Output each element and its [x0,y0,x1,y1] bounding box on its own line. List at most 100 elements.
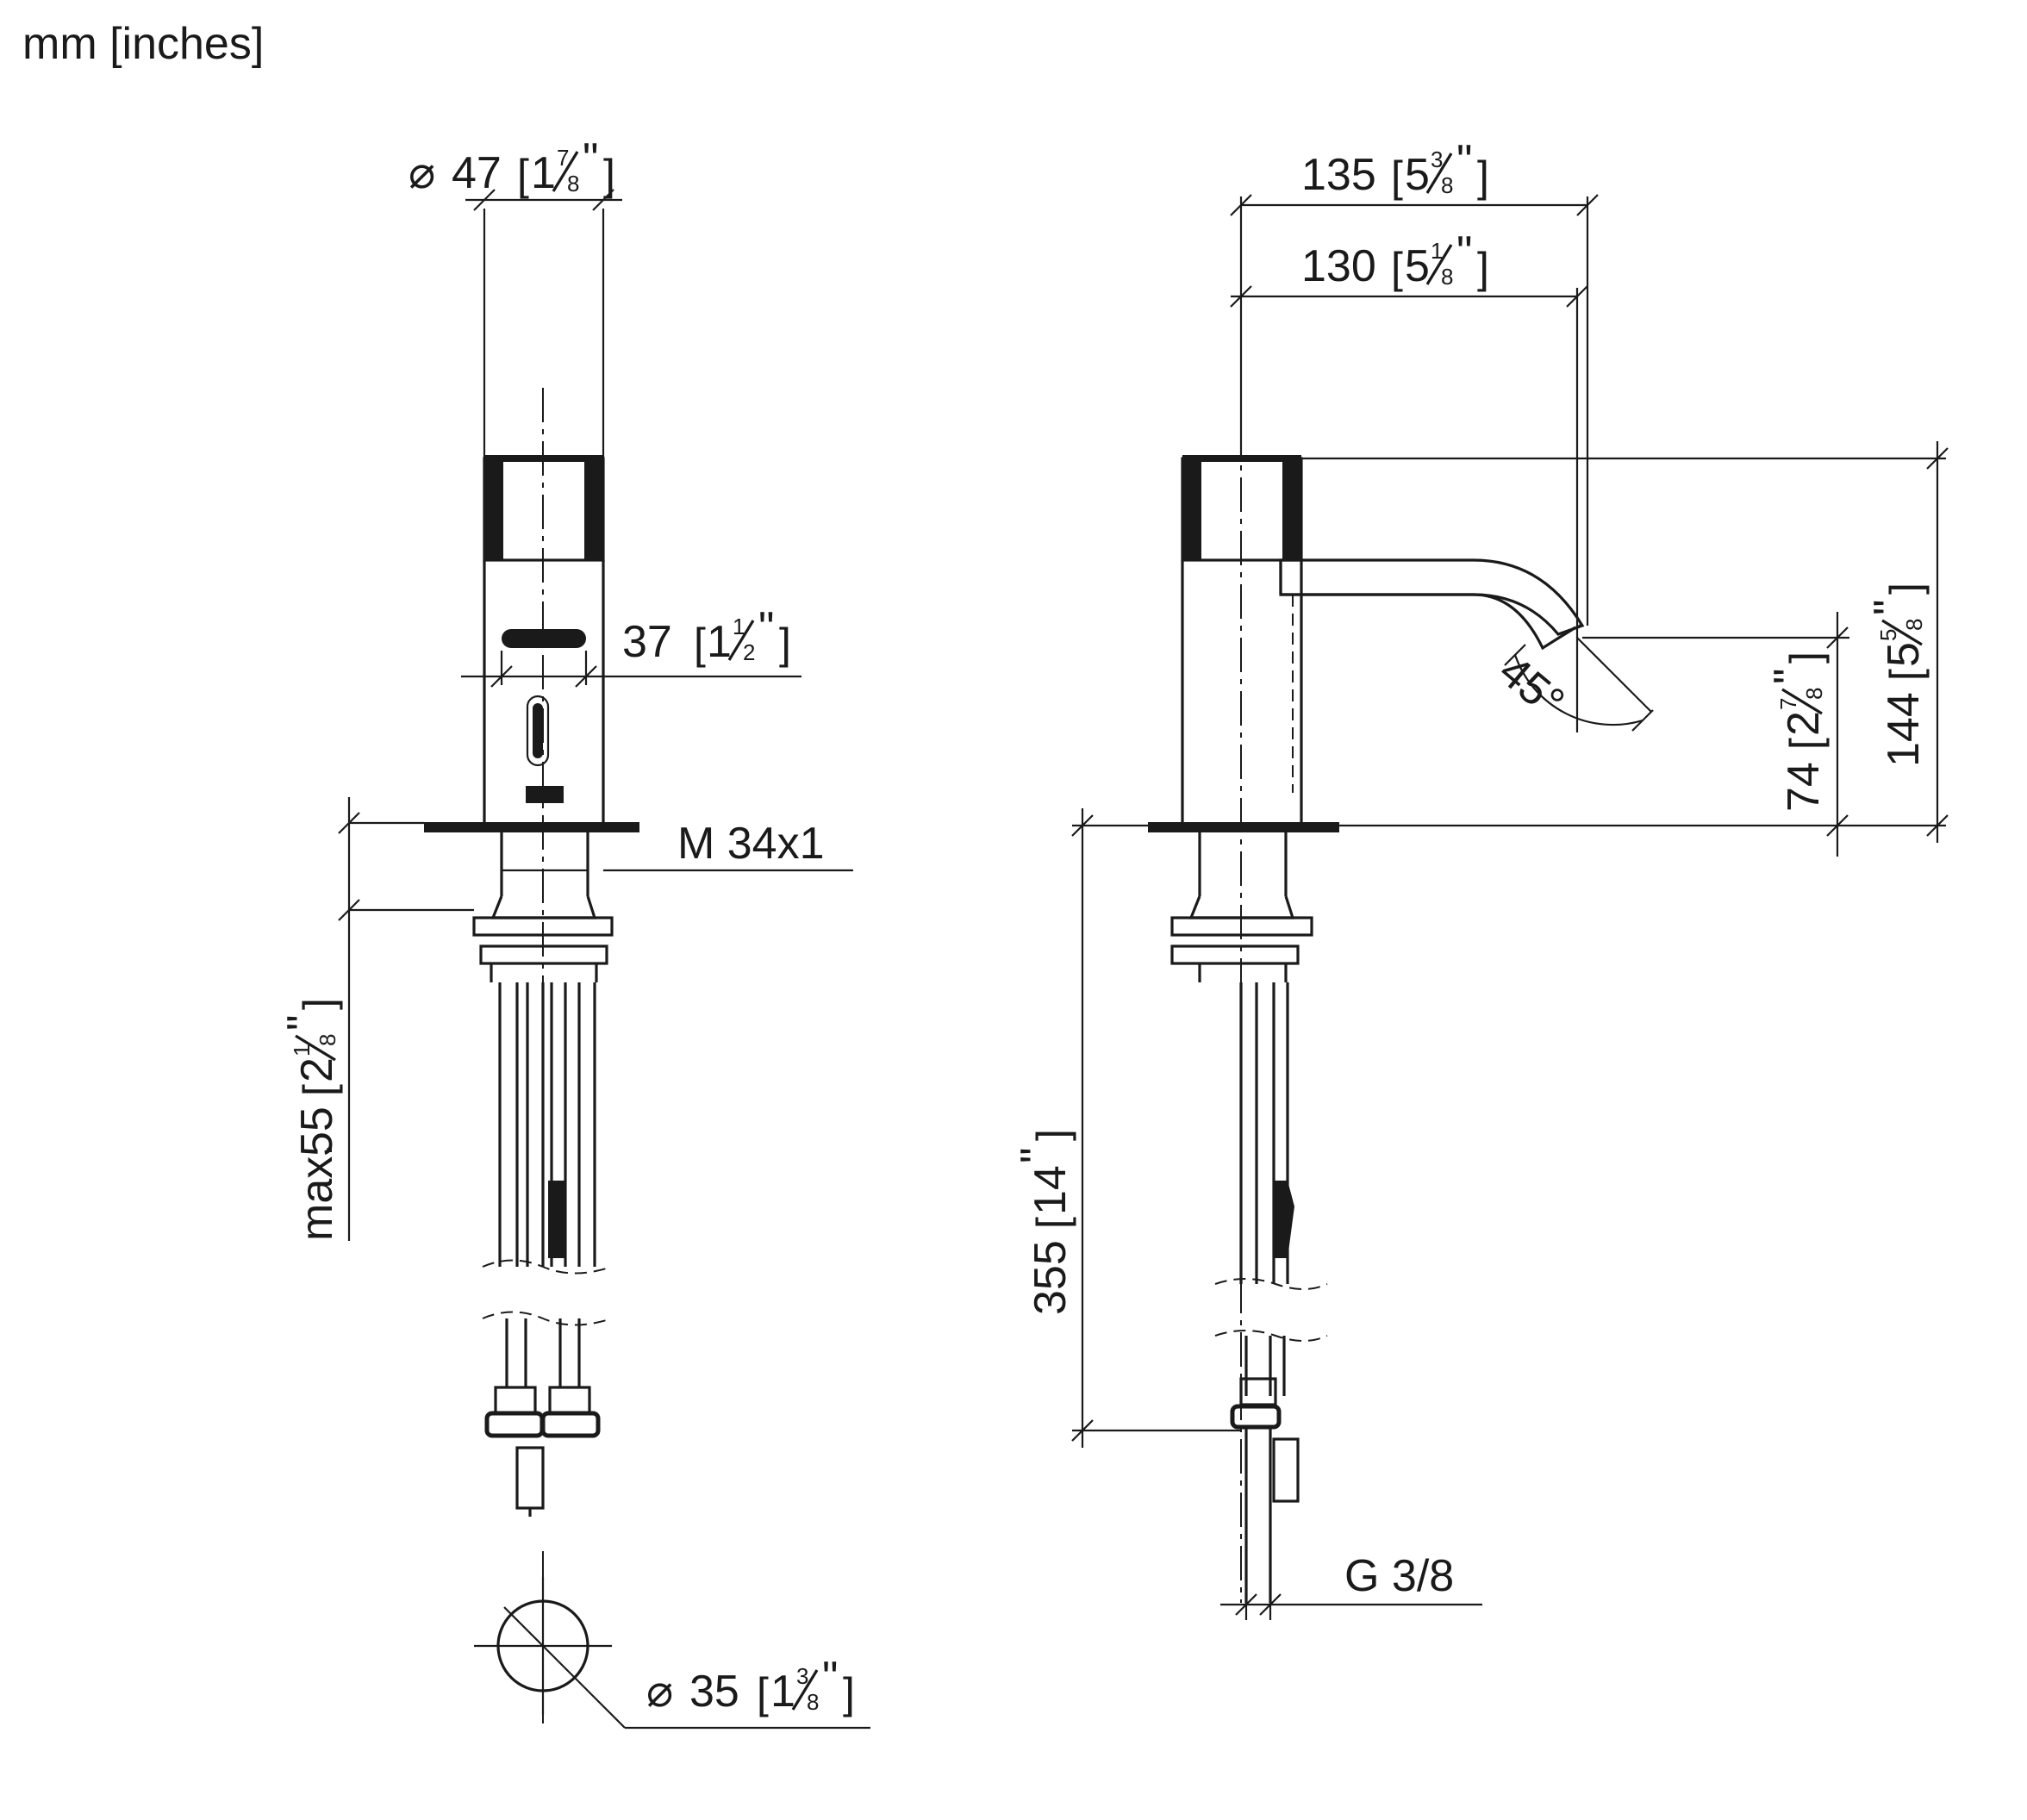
total-height-mm: 144 [1879,692,1929,767]
max-thickness-den: 8 [315,1034,340,1046]
front-hoses-lower [484,1318,601,1517]
dim-overall-depth-label: 135 [ 5 3 8 " ] [1301,136,1489,201]
body-diameter-mm: 47 [452,148,502,198]
total-height-den: 8 [1901,619,1927,631]
sensor-width-whole: 1 [707,617,732,667]
dim-sensor-width-label: 37 [ 1 1 2 " ] [622,603,791,668]
overall-depth-whole: 5 [1405,150,1430,200]
overall-depth-quote: " [1456,136,1472,186]
sensor-width-quote: " [758,603,774,653]
dim-connection: G 3/8 [1220,1525,1482,1620]
svg-text:[: [ [517,151,529,199]
total-height-whole: 5 [1879,642,1929,667]
hose-length-quote: " [1012,1148,1062,1163]
spout-height-quote: " [1765,669,1815,684]
dim-spout-height [1582,612,1849,857]
sensor-width-num: 1 [733,614,745,639]
dim-max-thickness-label: max. 55 [ 2 1 8 " ] [278,998,343,1241]
svg-text:[: [ [1881,669,1930,681]
total-height-num: 5 [1875,629,1901,641]
spout-height-mm: 74 [1779,762,1829,812]
side-hoses-upper [1214,982,1328,1342]
dim-total-height [1301,441,1949,843]
svg-text:[: [ [1391,153,1403,201]
max-thickness-prefix: max. [292,1144,342,1241]
body-diameter-symbol: ⌀ [409,148,435,198]
side-base-plate [1148,822,1339,832]
svg-text:]: ] [1881,583,1930,595]
dim-body-diameter-label: ⌀ 47 [ 1 7 8 " ] [409,134,615,199]
hole-diameter-den: 8 [807,1689,819,1715]
front-hoses-upper [482,982,613,1326]
hole-diameter-whole: 1 [770,1667,795,1717]
spout-reach-den: 8 [1441,264,1453,290]
svg-text:[: [ [694,620,706,668]
spout-height-num: 7 [1775,698,1801,710]
spout-angle-label: 45° [1489,646,1574,728]
svg-text:]: ] [779,620,791,668]
svg-text:[: [ [757,1669,769,1717]
sensor-width-mm: 37 [622,617,672,667]
spout-reach-whole: 5 [1405,241,1430,291]
dim-sensor-width [461,651,801,688]
hole-diameter-mm: 35 [689,1667,739,1717]
dim-total-height-label: 144 [ 5 5 8 " ] [1865,583,1930,767]
overall-depth-mm: 135 [1301,150,1376,200]
side-hoses-lower [1230,1336,1300,1603]
svg-text:[: [ [1781,738,1830,750]
units-label: mm [inches] [22,19,264,69]
body-diameter-num: 7 [557,145,569,171]
max-thickness-mm: 55 [292,1106,342,1156]
dim-thread: M 34x1 [603,819,853,872]
svg-text:]: ] [295,998,343,1010]
svg-text:]: ] [1477,244,1489,292]
dim-body-diameter [465,189,622,458]
side-view: 135 [ 5 3 8 " ] 130 [ 5 1 8 " ] [1012,136,1949,1620]
hole-diameter-symbol: ⌀ [646,1667,673,1717]
svg-text:]: ] [1477,153,1489,201]
dim-hose-length-label: 355 [ 14 " ] [1012,1129,1076,1315]
overall-depth-num: 3 [1431,146,1443,172]
dim-spout-reach [1230,285,1588,732]
max-thickness-quote: " [278,1015,328,1031]
front-shank [472,832,614,982]
dim-overall-depth [1230,194,1599,626]
spout-reach-num: 1 [1431,238,1443,264]
hole-diameter-num: 3 [796,1663,808,1689]
svg-text:]: ] [1028,1129,1076,1141]
front-handle-ring [483,455,605,562]
dim-hose-length [1071,808,1241,1448]
svg-text:]: ] [603,151,615,199]
dim-spout-angle: 45° [1489,637,1654,732]
side-shank [1170,832,1313,982]
svg-text:[: [ [1391,244,1403,292]
svg-text:]: ] [1781,651,1830,664]
front-body [483,560,605,827]
svg-text:[: [ [1028,1217,1076,1229]
max-thickness-num: 1 [289,1044,315,1056]
sensor-width-den: 2 [743,639,755,665]
hole-diameter-quote: " [822,1653,838,1703]
max-thickness-whole: 2 [292,1057,342,1082]
dim-spout-height-label: 74 [ 2 7 8 " ] [1765,651,1830,812]
front-view: 37 [ 1 1 2 " ] ⌀ 47 [ 1 7 8 " ] [278,134,870,1730]
front-base-plate [424,822,639,832]
dim-hole-diameter-label: ⌀ 35 [ 1 3 8 " ] [646,1653,855,1717]
connection-label: G 3/8 [1344,1551,1454,1601]
hose-length-mm: 355 [1026,1240,1076,1315]
hose-length-whole: 14 [1026,1165,1076,1215]
spout-height-whole: 2 [1779,711,1829,736]
side-body [1181,560,1303,826]
svg-text:[: [ [295,1084,343,1096]
dim-max-thickness [338,797,474,1241]
body-diameter-den: 8 [567,171,579,196]
dim-spout-reach-label: 130 [ 5 1 8 " ] [1301,228,1489,292]
spout-height-den: 8 [1801,688,1827,700]
thread-label: M 34x1 [677,819,825,869]
svg-text:]: ] [843,1669,855,1717]
body-diameter-quote: " [583,134,598,184]
overall-depth-den: 8 [1441,172,1453,198]
total-height-quote: " [1865,600,1915,615]
mounting-hole [474,1577,870,1730]
